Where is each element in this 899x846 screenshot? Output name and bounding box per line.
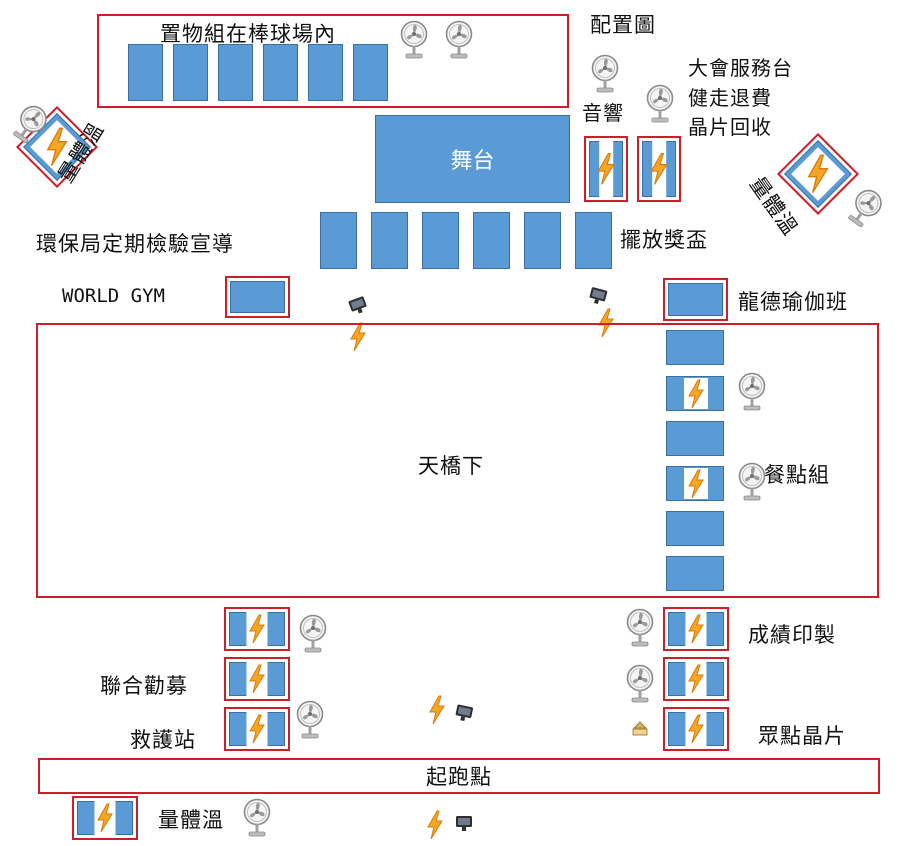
storage-booth-2 <box>173 44 208 101</box>
chip-label: 眾點晶片 <box>758 724 846 748</box>
first-aid-label: 救護站 <box>130 728 196 752</box>
results-label: 成績印製 <box>748 623 836 647</box>
first-aid-booth <box>224 707 290 751</box>
lightning-bolt-icon <box>247 614 267 644</box>
start-line: 起跑點 <box>38 758 880 794</box>
world-gym-booth <box>225 276 290 318</box>
trophy-table-2 <box>371 212 408 269</box>
lightning-bolt-icon <box>247 714 267 744</box>
fan-icon <box>299 614 327 654</box>
fan-icon <box>646 84 674 124</box>
floodlight-icon <box>454 814 476 832</box>
stage: 舞台 <box>375 115 570 203</box>
donation-booth <box>224 657 290 701</box>
under-bridge-label: 天橋下 <box>418 454 484 478</box>
lightning-bolt-icon <box>427 695 447 725</box>
donation-label: 聯合勸募 <box>100 674 188 698</box>
start-label: 起跑點 <box>426 765 492 789</box>
catering-label: 餐點組 <box>764 463 830 487</box>
trophy-label: 擺放獎盃 <box>620 228 708 252</box>
fan-icon <box>738 462 766 502</box>
fan-icon <box>400 20 428 60</box>
lightning-bolt-icon <box>686 469 706 499</box>
chip-return-label: 晶片回收 <box>688 115 772 139</box>
yoga-label: 龍德瑜伽班 <box>738 290 848 314</box>
fan-icon <box>296 700 324 740</box>
storage-booth-5 <box>308 44 343 101</box>
trophy-table-1 <box>320 212 357 269</box>
catering-booth-1 <box>666 330 724 365</box>
lightning-bolt-icon <box>247 664 267 694</box>
fan-icon <box>626 608 654 648</box>
catering-booth-6 <box>666 556 724 591</box>
lightning-bolt-icon <box>686 714 706 744</box>
lightning-bolt-icon <box>686 664 706 694</box>
yoga-booth <box>663 278 728 321</box>
lamp-icon <box>630 718 650 738</box>
lightning-bolt-icon <box>686 379 706 409</box>
lightning-bolt-icon <box>95 803 115 833</box>
layout-map-title: 配置圖 <box>590 13 656 37</box>
lightning-bolt-icon <box>425 810 445 840</box>
chip-booth <box>663 707 729 751</box>
floodlight-icon <box>452 702 477 724</box>
sound-booth-2 <box>637 136 681 202</box>
sound-label: 音響 <box>582 101 624 125</box>
stage-label: 舞台 <box>450 149 495 174</box>
trophy-table-3 <box>422 212 459 269</box>
lightning-bolt-icon <box>595 152 617 186</box>
lightning-bolt-icon <box>803 154 833 194</box>
storage-label: 置物組在棒球場內 <box>160 22 336 46</box>
storage-booth-4 <box>263 44 298 101</box>
catering-booth-2 <box>666 376 724 411</box>
lightning-bolt-icon <box>686 614 706 644</box>
lightning-bolt-icon <box>648 152 670 186</box>
epa-label: 環保局定期檢驗宣導 <box>36 232 234 256</box>
trophy-table-5 <box>524 212 561 269</box>
temp-check-bottom <box>72 796 138 840</box>
temp-bottom-label: 量體溫 <box>158 808 224 832</box>
storage-area <box>97 14 569 108</box>
fan-icon <box>626 664 654 704</box>
fan-icon <box>243 798 271 838</box>
storage-booth-3 <box>218 44 253 101</box>
storage-booth-6 <box>353 44 388 101</box>
trophy-table-4 <box>473 212 510 269</box>
refund-label: 健走退費 <box>688 86 772 110</box>
under-bridge-area <box>36 323 879 598</box>
sound-booth-1 <box>584 136 628 202</box>
catering-booth-4 <box>666 466 724 501</box>
storage-booth-1 <box>128 44 163 101</box>
fan-icon <box>591 54 619 94</box>
fan-icon <box>445 20 473 60</box>
floodlight-icon <box>586 284 612 307</box>
fan-icon <box>842 184 888 233</box>
right-booth-2 <box>663 657 729 701</box>
catering-booth-3 <box>666 421 724 456</box>
service-desk-label: 大會服務台 <box>688 56 793 80</box>
trophy-table-6 <box>575 212 612 269</box>
catering-booth-5 <box>666 511 724 546</box>
results-booth <box>663 607 729 651</box>
fan-icon <box>738 372 766 412</box>
floodlight-icon <box>346 293 373 317</box>
world-gym-label: WORLD GYM <box>62 285 165 307</box>
left-booth-1 <box>224 607 290 651</box>
